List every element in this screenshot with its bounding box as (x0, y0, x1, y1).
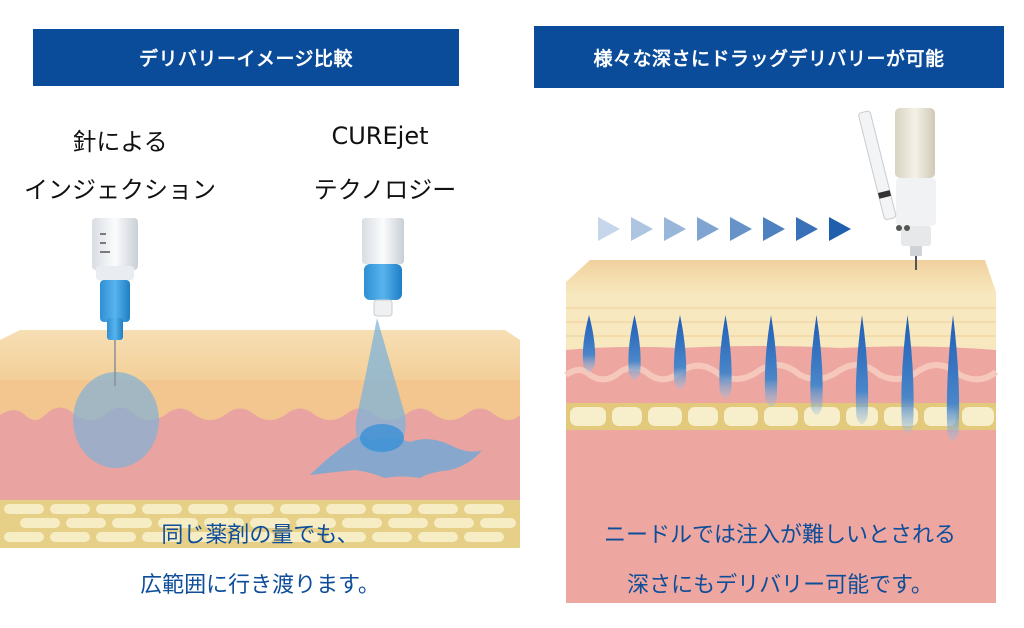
needle-syringe-icon (92, 218, 138, 386)
direction-arrows (598, 217, 851, 241)
arrow-icon (829, 217, 851, 241)
skin-surface (566, 260, 996, 292)
injection-drop (764, 315, 778, 407)
needle-drug-bolus (73, 372, 159, 468)
arrow-icon (730, 217, 752, 241)
needle-label-line1: 針による (72, 128, 168, 156)
curejet-label-line1: CUREjet (331, 122, 429, 150)
arrow-icon (664, 217, 686, 241)
skin-surface (0, 330, 520, 380)
right-caption-line1: ニードルでは注入が難しいとされる (603, 523, 956, 548)
left-caption-line2: 広範囲に行き渡ります。 (140, 573, 380, 598)
injection-drop (855, 315, 869, 424)
arrow-icon (631, 217, 653, 241)
arrow-icon (598, 217, 620, 241)
curejet-device-icon (362, 218, 404, 317)
arrow-icon (697, 217, 719, 241)
right-banner-title: 様々な深さにドラッグデリバリーが可能 (534, 26, 1004, 88)
curejet-applicator-icon (858, 108, 936, 270)
left-banner-title: デリバリーイメージ比較 (33, 29, 459, 86)
right-caption-line2: 深さにもデリバリー可能です。 (627, 573, 933, 598)
injection-drop (628, 315, 641, 381)
injection-drop (719, 315, 732, 399)
jet-drug-drop (355, 318, 406, 453)
arrow-icon (763, 217, 785, 241)
jet-drug-spread (310, 436, 482, 478)
curejet-label-line2: テクノロジー (313, 176, 457, 204)
dermis-layer (566, 346, 996, 603)
left-skin-illustration (0, 218, 520, 548)
injection-drop (946, 315, 960, 442)
arrow-icon (796, 217, 818, 241)
needle-label-line2: インジェクション (24, 176, 216, 204)
left-caption-line1: 同じ薬剤の量でも、 (161, 523, 359, 548)
injection-drop (901, 315, 914, 434)
injection-drop (673, 315, 687, 390)
right-skin-illustration (564, 108, 998, 603)
injection-drops (582, 315, 960, 442)
injection-drop (582, 315, 596, 373)
injection-drop (810, 315, 823, 415)
